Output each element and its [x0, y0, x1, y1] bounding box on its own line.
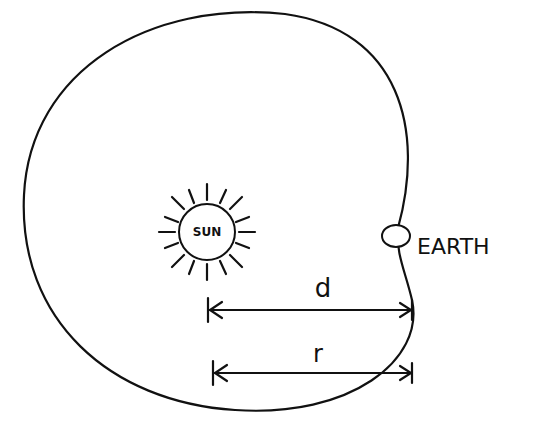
star-label: SUN	[193, 226, 221, 238]
radius-label: r	[310, 342, 326, 366]
distance-label: d	[312, 275, 335, 301]
dimension-d	[208, 298, 412, 322]
sun-circle: SUN	[178, 203, 236, 261]
sun-rays	[159, 184, 255, 280]
planet-label: EARTH	[417, 236, 490, 258]
orbit-path	[24, 12, 414, 411]
earth-circle: EARTH	[381, 224, 411, 248]
